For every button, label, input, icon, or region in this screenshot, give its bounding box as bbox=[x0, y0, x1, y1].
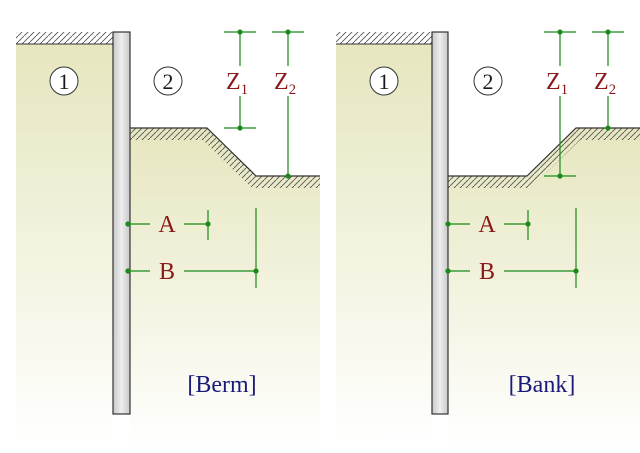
bank-b-dimension bbox=[445, 208, 579, 288]
berm-left-hatch bbox=[16, 32, 113, 44]
bank-left-soil bbox=[336, 44, 432, 448]
berm-zone-1-label: 1 bbox=[59, 69, 70, 94]
berm-zone-1-marker: 1 bbox=[49, 66, 79, 96]
berm-zone-2-marker: 2 bbox=[153, 66, 183, 96]
bank-zone-1-marker: 1 bbox=[369, 66, 399, 96]
bank-z1-label: Z1 bbox=[546, 69, 568, 98]
bank-right-soil bbox=[448, 128, 640, 448]
berm-z2-dimension bbox=[272, 29, 304, 179]
berm-z2-label: Z2 bbox=[274, 69, 296, 98]
bank-z2-dimension bbox=[592, 29, 624, 131]
bank-z2-label: Z2 bbox=[594, 69, 616, 98]
berm-z1-label: Z1 bbox=[226, 69, 248, 98]
berm-b-dimension bbox=[125, 208, 259, 288]
bank-zone-1-label: 1 bbox=[379, 69, 390, 94]
berm-b-label: B bbox=[159, 259, 175, 285]
bank-a-label: A bbox=[478, 212, 496, 238]
berm-panel: 1 2 Z1 Z2 bbox=[16, 29, 320, 448]
berm-zone-2-label: 2 bbox=[163, 69, 174, 94]
bank-right-hatch bbox=[448, 128, 640, 188]
bank-a-dimension bbox=[445, 210, 531, 240]
bank-left-hatch bbox=[336, 32, 432, 44]
berm-right-hatch bbox=[130, 128, 320, 188]
bank-caption: [Bank] bbox=[509, 372, 576, 398]
bank-zone-2-label: 2 bbox=[483, 69, 494, 94]
bank-zone-2-marker: 2 bbox=[473, 66, 503, 96]
berm-a-label: A bbox=[158, 212, 176, 238]
bank-panel: 1 2 Z1 Z2 bbox=[336, 29, 640, 448]
bank-z1-dimension bbox=[544, 29, 576, 179]
berm-a-dimension bbox=[125, 210, 211, 240]
berm-caption: [Berm] bbox=[187, 372, 256, 398]
berm-right-soil bbox=[130, 128, 320, 448]
berm-z1-dimension bbox=[224, 29, 256, 131]
bank-b-label: B bbox=[479, 259, 495, 285]
berm-left-soil bbox=[16, 44, 113, 448]
